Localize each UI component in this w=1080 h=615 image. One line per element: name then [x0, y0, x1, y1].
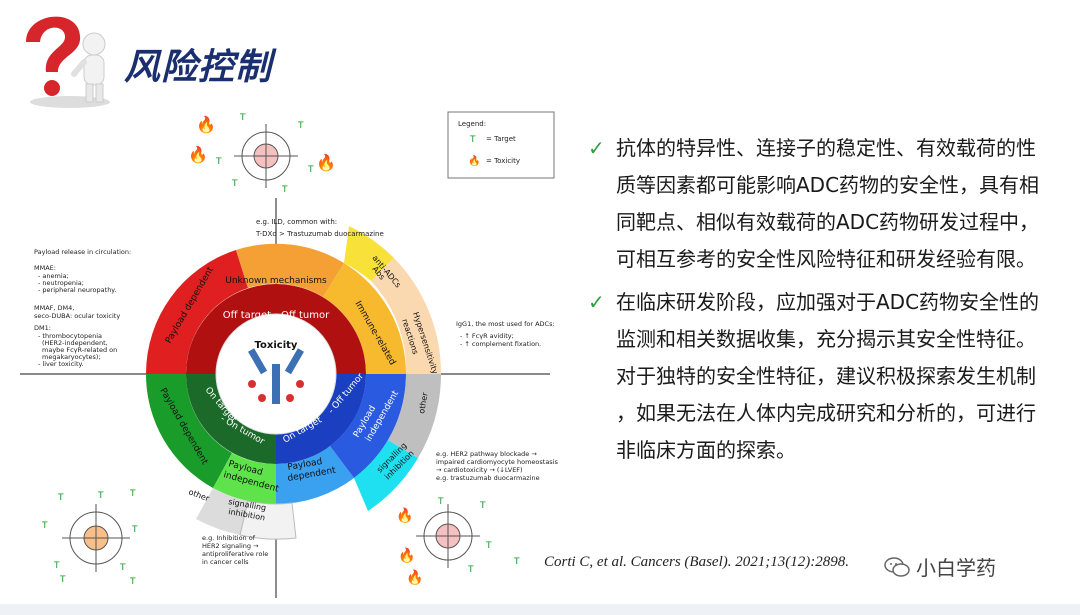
bullet-line: ，如果无法在人体内完成研究和分析的，可进行	[616, 395, 1068, 432]
legend-target-icon: T	[469, 135, 476, 145]
target-letter: T	[129, 489, 136, 499]
label-off-off: Off target - Off tumor	[223, 310, 330, 321]
note-dm1: DM1:	[34, 324, 51, 332]
target-letter: T	[479, 501, 486, 511]
bullet-line: 同靶点、相似有效载荷的ADC药物研发过程中，	[616, 204, 1068, 241]
target-letter: T	[513, 557, 520, 567]
target-letter: T	[437, 497, 444, 507]
target-letter: T	[131, 525, 138, 535]
fire-icon: 🔥	[398, 547, 415, 564]
note-mmae: MMAE:	[34, 264, 56, 272]
legend-toxicity: = Toxicity	[486, 157, 520, 165]
note-bottom-4: in cancer cells	[202, 558, 249, 566]
note-mmae-3: - peripheral neuropathy.	[38, 286, 116, 294]
top-note-1: e.g. ILD, common with:	[256, 218, 337, 226]
top-note-2: T-DXd > Trastuzumab duocarmazine	[255, 230, 384, 238]
note-igg-1: - ↑ FcγR avidity;	[460, 332, 514, 340]
brand-name: 小白学药	[916, 552, 996, 581]
legend-title: Legend:	[458, 120, 486, 128]
note-dm1-5: - liver toxicity.	[38, 360, 84, 368]
fire-icon: 🔥	[316, 153, 336, 172]
note-bottom-1: e.g. Inhibition of	[202, 534, 256, 542]
target-letter: T	[467, 565, 474, 575]
question-mark-person-icon	[8, 2, 118, 110]
bullet-line: 在临床研发阶段，应加强对于ADC药物安全性的	[616, 284, 1068, 321]
label-toxicity: Toxicity	[255, 340, 298, 351]
check-icon: ✓	[588, 130, 605, 167]
bullet-item: ✓ 在临床研发阶段，应加强对于ADC药物安全性的 监测和相关数据收集，充分揭示其…	[588, 284, 1068, 469]
fire-icon: 🔥	[406, 569, 423, 586]
target-letter: T	[231, 179, 238, 189]
target-bottom-left	[62, 504, 130, 572]
bullet-list: ✓ 抗体的特异性、连接子的稳定性、有效载荷的性 质等因素都可能影响ADC药物的安…	[588, 130, 1068, 475]
note-her2-3: → cardiotoxicity → (↓LVEF)	[436, 466, 523, 474]
note-her2-4: e.g. trastuzumab duocarmazine	[436, 474, 540, 482]
target-letter: T	[307, 165, 314, 175]
fire-icon: 🔥	[196, 115, 216, 134]
target-letter: T	[41, 521, 48, 531]
bullet-item: ✓ 抗体的特异性、连接子的稳定性、有效载荷的性 质等因素都可能影响ADC药物的安…	[588, 130, 1068, 278]
note-mmaf: MMAF, DM4,	[34, 304, 74, 312]
label-unknown-mechanisms: Unknown mechanisms	[225, 276, 327, 286]
bottom-bar	[0, 604, 1080, 615]
citation: Corti C, et al. Cancers (Basel). 2021;13…	[544, 554, 849, 571]
note-her2-1: e.g. HER2 pathway blockade →	[436, 450, 537, 458]
note-igg-2: - ↑ complement fixation.	[460, 340, 541, 348]
target-letter: T	[129, 577, 136, 587]
note-seco: seco-DUBA: ocular toxicity	[34, 312, 120, 320]
note-igg: IgG1, the most used for ADCs:	[456, 320, 555, 328]
fire-icon: 🔥	[396, 507, 413, 524]
bullet-line: 抗体的特异性、连接子的稳定性、有效载荷的性	[616, 130, 1068, 167]
bullet-line: 非临床方面的探索。	[616, 432, 1068, 469]
target-letter: T	[281, 185, 288, 195]
target-letter: T	[485, 541, 492, 551]
target-letter: T	[297, 121, 304, 131]
note-bottom-3: antiproliferative role	[202, 550, 268, 558]
note-her2-2: impaired cardiomyocyte homeostasis	[436, 458, 559, 466]
fire-icon: 🔥	[188, 145, 208, 164]
bullet-line: 可相互参考的安全性风险特征和研发经验有限。	[616, 241, 1068, 278]
target-letter: T	[57, 493, 64, 503]
note-release: Payload release in circulation:	[34, 248, 131, 256]
target-letter: T	[59, 575, 66, 585]
legend-target: = Target	[486, 135, 516, 143]
note-bottom-2: HER2 signaling →	[202, 542, 259, 550]
target-letter: T	[119, 563, 126, 573]
page-title: 风险控制	[124, 38, 272, 90]
label-other-bottom: other	[187, 487, 211, 503]
adc-toxicity-diagram: Unknown mechanisms Off target - Off tumo…	[20, 108, 580, 608]
bullet-line: 对于独特的安全性特征，建议积极探索发生机制	[616, 358, 1068, 395]
legend-fire-icon: 🔥	[468, 154, 480, 167]
wechat-icon	[884, 556, 910, 578]
target-letter: T	[53, 561, 60, 571]
bullet-line: 质等因素都可能影响ADC药物的安全性，具有相	[616, 167, 1068, 204]
target-top: 🔥 🔥 🔥	[188, 115, 336, 188]
bullet-line: 监测和相关数据收集，充分揭示其安全性特征。	[616, 321, 1068, 358]
target-letter: T	[239, 113, 246, 123]
brand: 小白学药	[884, 552, 996, 581]
target-letter: T	[97, 491, 104, 501]
check-icon: ✓	[588, 284, 605, 321]
target-letter: T	[215, 157, 222, 167]
